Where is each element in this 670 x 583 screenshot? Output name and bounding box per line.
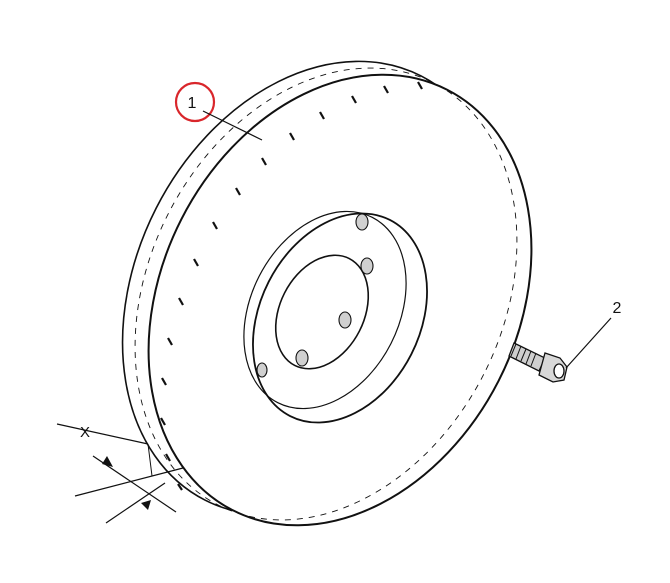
- callout-label-1: 1: [188, 95, 197, 112]
- vent-slot: [235, 187, 241, 196]
- vent-slot: [165, 453, 171, 462]
- bolt-hole: [295, 349, 309, 367]
- vent-slot: [351, 95, 357, 104]
- dimension-line: [105, 482, 166, 524]
- vent-slot: [289, 132, 295, 141]
- dimension-arrowhead: [102, 456, 113, 467]
- vent-slot: [383, 85, 389, 94]
- callout-leader-2: [565, 317, 612, 369]
- brake-disc: [121, 60, 533, 527]
- vent-slot: [193, 258, 199, 267]
- vent-slot: [161, 377, 167, 386]
- bolt-hole: [256, 362, 268, 378]
- dimension-line: [92, 455, 177, 513]
- vent-slot: [261, 157, 267, 166]
- dimension-arrowhead: [141, 500, 151, 510]
- callout-highlight-circle: [174, 81, 216, 123]
- vent-slot: [177, 483, 183, 491]
- vent-slot: [417, 81, 423, 90]
- disc-face-left: [147, 443, 153, 477]
- screw-threads: [510, 343, 537, 367]
- countersunk-screw: [508, 342, 568, 383]
- vent-slot: [167, 337, 173, 346]
- vent-slot: [160, 417, 166, 426]
- screw-shank: [508, 342, 546, 372]
- callout-leader-1: [202, 110, 263, 141]
- callout-label-2: 2: [613, 300, 622, 317]
- vent-slot: [319, 111, 325, 120]
- disc-face-right: [175, 455, 184, 469]
- bolt-hole: [360, 257, 374, 275]
- dimension-extension-line: [56, 423, 149, 445]
- bolt-holes: [256, 213, 374, 378]
- callout-part-2: 2: [565, 300, 622, 369]
- bolt-hole: [338, 311, 352, 329]
- screw-head-socket: [553, 363, 565, 379]
- hub-center-bore: [274, 254, 370, 370]
- dimension-label-x: X: [80, 424, 90, 441]
- vent-slot: [178, 297, 184, 306]
- bolt-hole: [355, 213, 369, 231]
- disc-vent-ring: [134, 67, 518, 521]
- vent-slot: [212, 221, 218, 230]
- dimension-extension-line: [74, 467, 184, 497]
- vent-slots: [160, 81, 423, 491]
- hub-hat-wall: [243, 210, 407, 410]
- thickness-dimension: X: [56, 423, 184, 524]
- callout-part-1: 1: [174, 81, 263, 141]
